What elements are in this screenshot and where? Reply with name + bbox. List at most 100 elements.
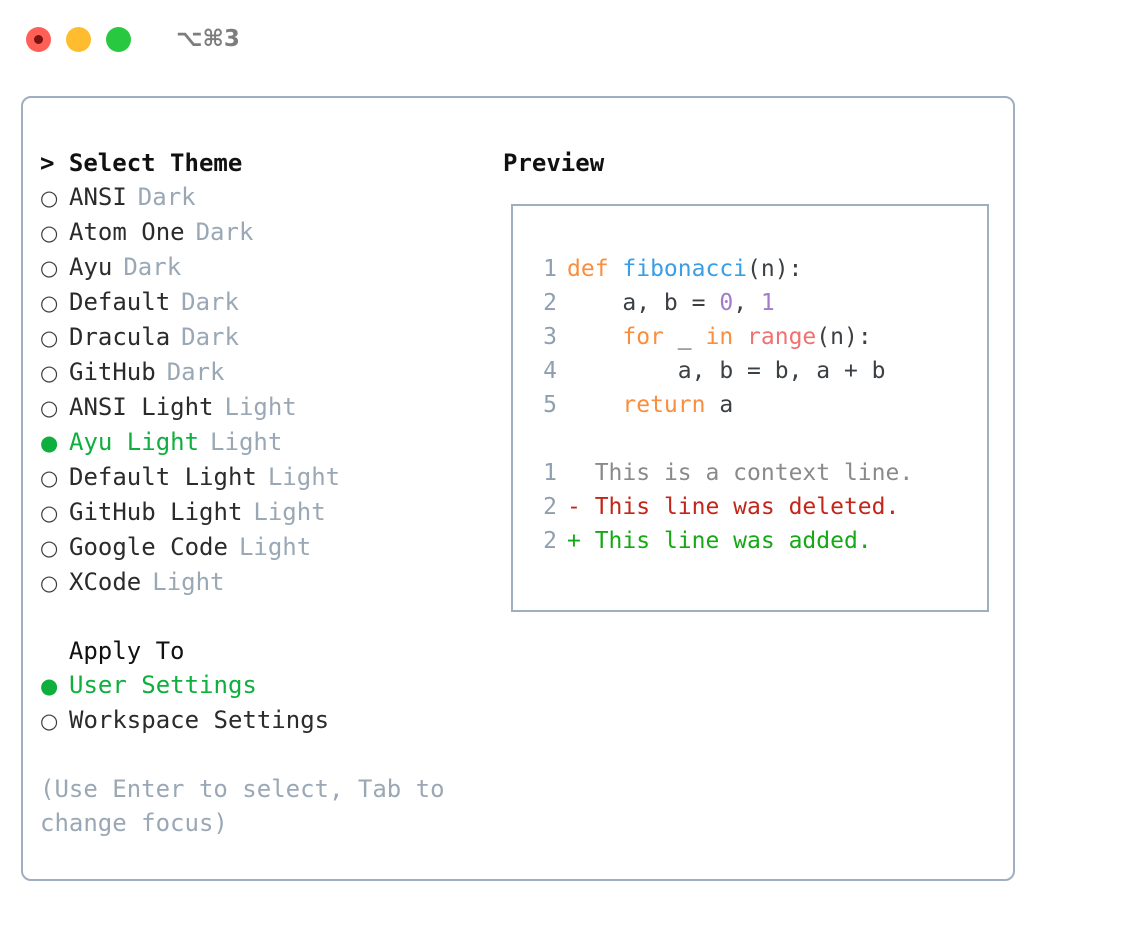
theme-variant-badge: Light [152,568,225,596]
theme-variant-badge: Dark [123,253,182,281]
radio-unselected-icon: ○ [40,256,59,280]
theme-option-xcode[interactable]: ○ XCode Light [40,565,503,600]
minimize-window-button[interactable] [66,26,91,52]
preview-spacer [527,422,987,456]
theme-variant-badge: Dark [181,323,239,351]
code-token-plain: (n): [816,324,872,350]
close-window-button[interactable] [26,26,51,52]
theme-option-dracula[interactable]: ○ Dracula Dark [40,320,503,355]
traffic-lights [26,26,131,52]
code-token-plain [567,392,622,418]
apply-to-option-list: ● User Settings ○Workspace Settings [40,668,503,738]
code-line-number: 3 [543,324,557,350]
radio-selected-icon: ● [40,674,59,698]
apply-to-option-user-settings[interactable]: ● User Settings [40,668,503,703]
code-token-kw: return [622,392,706,418]
theme-variant-badge: Light [224,393,297,421]
code-token-kw: def [567,256,623,282]
preview-header: Preview [503,149,605,177]
diff-line-number: 1 [543,460,557,486]
code-token-plain: a [705,392,734,418]
code-token-fn: fibonacci [622,256,748,282]
apply-to-option-label: User Settings [69,671,257,699]
radio-unselected-icon: ○ [40,536,59,560]
theme-option-atom-one[interactable]: ○ Atom One Dark [40,215,503,250]
diff-line-context: 1 This is a context line. [527,456,987,490]
diff-text: This is a context line. [594,460,914,486]
radio-unselected-icon: ○ [40,396,59,420]
radio-unselected-icon: ○ [40,221,59,245]
code-line-text: a, b = b, a + b [557,354,886,388]
diff-marker: + [567,528,595,554]
code-line-number: 5 [543,392,557,418]
theme-variant-badge: Light [210,428,283,456]
diff-line-text: This is a context line. [557,456,914,490]
code-line-text: for _ in range(n): [557,320,872,354]
code-line: 5 return a [527,388,987,422]
keyboard-hint-text: (Use Enter to select, Tab to change focu… [40,775,460,837]
theme-option-label: Atom One [69,218,185,246]
select-theme-header: > Select Theme [40,149,243,177]
radio-unselected-icon: ○ [40,291,59,315]
theme-variant-badge: Dark [195,218,254,246]
code-token-num: 1 [760,290,775,316]
theme-variant-badge: Light [238,533,312,561]
code-line: 3 for _ in range(n): [527,320,987,354]
radio-unselected-icon: ○ [40,501,59,525]
maximize-window-button[interactable] [106,26,131,52]
code-token-plain: a, b = b, a + b [567,358,886,384]
code-line-number: 2 [543,290,557,316]
radio-unselected-icon: ○ [40,571,59,595]
apply-to-group: Apply To ● User Settings ○Workspace Settin… [40,634,503,738]
apply-to-option-workspace-settings[interactable]: ○Workspace Settings [40,703,503,738]
theme-option-label: Default Light [69,463,257,491]
code-token-num: 0 [719,290,734,316]
code-line-text: a, b = 0, 1 [557,286,775,320]
diff-line-number: 2 [543,494,557,520]
diff-text: This line was deleted. [594,494,900,520]
theme-option-label: ANSI [69,183,127,211]
diff-line-text: - This line was deleted. [557,490,899,524]
diff-text: This line was added. [594,528,872,554]
code-token-plain [567,324,622,350]
code-token-plain [733,324,747,350]
code-line: 4 a, b = b, a + b [527,354,987,388]
code-line-number: 1 [543,256,557,282]
theme-variant-badge: Dark [137,183,196,211]
theme-option-ansi[interactable]: ○ ANSI Dark [40,180,503,215]
theme-variant-badge: Light [267,463,341,491]
diff-line-number: 2 [543,528,557,554]
code-token-plain: _ [663,324,706,350]
code-token-err: range [747,324,817,350]
code-token-kw: in [705,324,734,350]
diff-line-added: 2 + This line was added. [527,524,987,558]
theme-option-label: Dracula [69,323,171,351]
radio-unselected-icon: ○ [40,186,59,210]
code-line-text: def fibonacci(n): [557,252,802,286]
radio-unselected-icon: ○ [40,361,59,385]
radio-unselected-icon: ○ [40,326,59,350]
diff-preview-block: 1 This is a context line. 2- This line wa… [527,456,987,558]
theme-option-label: Default [69,288,171,316]
radio-selected-icon: ● [40,431,59,455]
window-shortcut-label: ⌥⌘3 [176,26,240,52]
apply-to-header: Apply To [40,637,185,665]
theme-option-label: XCode [69,568,142,596]
